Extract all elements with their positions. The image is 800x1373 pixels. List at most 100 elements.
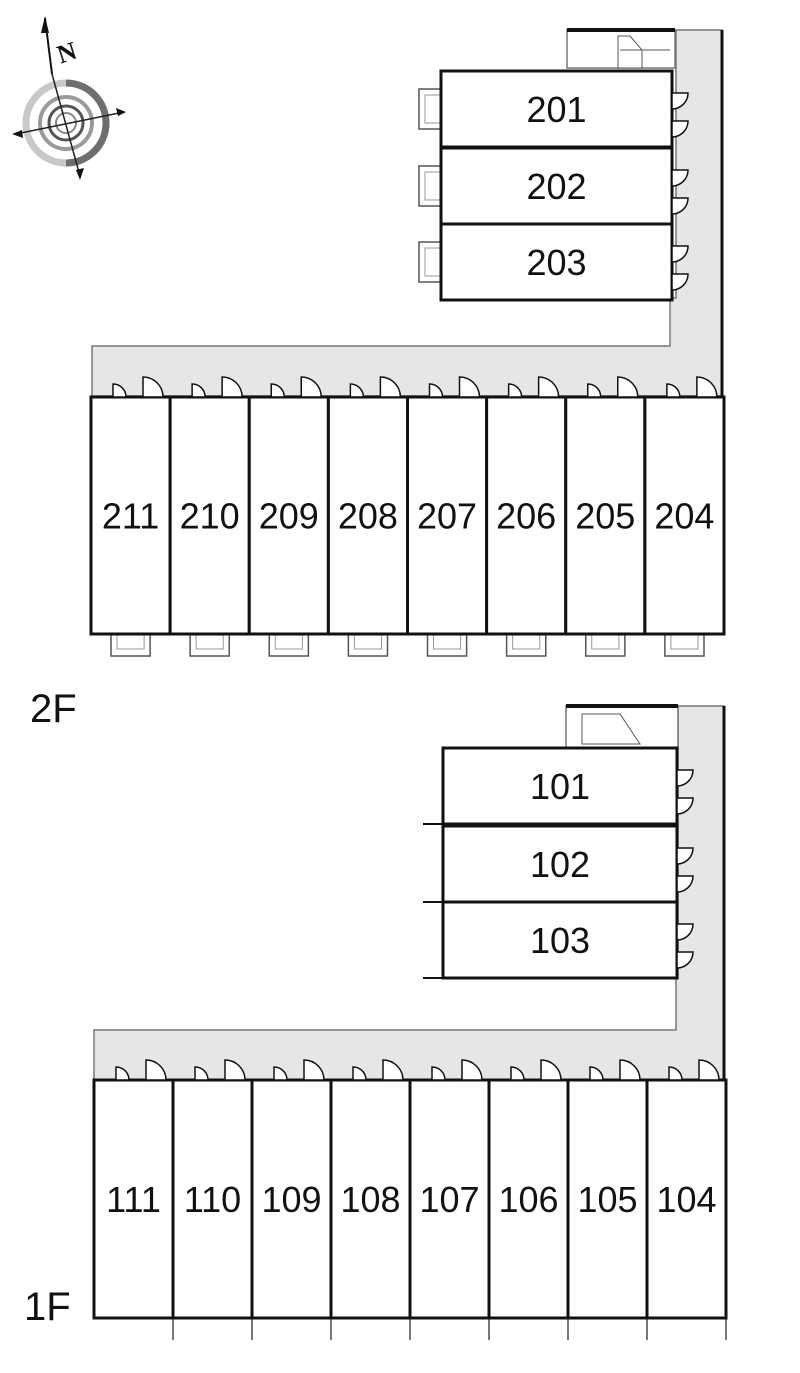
room-box [487, 1078, 570, 1320]
room-number: 110 [184, 1179, 241, 1220]
room-box [439, 69, 674, 149]
room-203: 203 [418, 222, 689, 302]
room-box [408, 1078, 491, 1320]
door-icon [676, 847, 694, 865]
room-111: 111 [92, 1059, 175, 1340]
room-number: 209 [259, 496, 319, 537]
door-icon [676, 875, 694, 893]
room-110: 110 [171, 1059, 254, 1340]
door-icon [619, 1059, 641, 1081]
door-icon [194, 1066, 209, 1081]
room-106: 106 [487, 1059, 570, 1340]
room-box [645, 1078, 728, 1320]
door-icon [145, 1059, 167, 1081]
room-number: 105 [577, 1179, 637, 1220]
room-108: 108 [329, 1059, 412, 1340]
room-209: 209 [247, 376, 330, 657]
stair [566, 28, 676, 69]
room-number: 206 [496, 496, 556, 537]
room-box [643, 395, 726, 636]
room-number: 104 [656, 1179, 716, 1220]
door-icon [676, 769, 694, 787]
room-box [564, 395, 647, 636]
door-icon [461, 1059, 483, 1081]
room-211: 211 [89, 376, 172, 657]
room-206: 206 [485, 376, 568, 657]
room-box [441, 824, 679, 904]
room-box [439, 222, 674, 302]
room-number: 208 [338, 496, 398, 537]
door-icon [666, 383, 681, 398]
north-label: N [53, 36, 80, 69]
door-icon [671, 92, 689, 110]
door-icon [458, 376, 481, 398]
room-box [92, 1078, 175, 1320]
door-icon [112, 383, 127, 398]
door-icon [676, 797, 694, 815]
room-101: 101 [423, 746, 694, 826]
door-icon [224, 1059, 246, 1081]
door-icon [617, 376, 639, 398]
room-number: 103 [530, 920, 590, 961]
door-icon [300, 376, 323, 398]
door-icon [676, 951, 694, 969]
room-number: 102 [530, 844, 590, 885]
door-icon [191, 383, 206, 398]
door-icon [273, 1066, 288, 1081]
door-icon [428, 383, 444, 398]
room-204: 204 [643, 376, 726, 657]
room-207: 207 [406, 376, 489, 657]
room-box [441, 900, 679, 980]
floor-1f: 101 102 103 111 110 109 108 107 106 105 104 1F [24, 704, 728, 1340]
room-box [441, 746, 679, 826]
room-box [250, 1078, 333, 1320]
room-box [406, 395, 489, 636]
room-105: 105 [566, 1059, 649, 1340]
room-number: 201 [526, 89, 586, 130]
floor-label: 1F [24, 1285, 71, 1329]
room-103: 103 [423, 900, 694, 980]
door-icon [431, 1066, 446, 1081]
door-icon [698, 1059, 720, 1081]
door-icon [589, 1066, 604, 1081]
room-box [329, 1078, 412, 1320]
room-number: 109 [261, 1179, 321, 1220]
room-number: 211 [102, 496, 159, 537]
door-icon [142, 376, 164, 398]
room-number: 210 [180, 496, 240, 537]
room-102: 102 [423, 824, 694, 904]
room-number: 202 [526, 166, 586, 207]
room-number: 205 [575, 496, 635, 537]
door-icon [671, 169, 689, 187]
room-107: 107 [408, 1059, 491, 1340]
room-number: 111 [106, 1179, 161, 1220]
room-box [171, 1078, 254, 1320]
door-icon [587, 383, 602, 398]
door-icon [671, 197, 689, 215]
room-group-wing: 101 102 103 [423, 746, 694, 980]
room-number: 108 [340, 1179, 400, 1220]
compass-icon: N [12, 16, 126, 180]
door-icon [540, 1059, 562, 1081]
door-icon [696, 376, 718, 398]
door-icon [671, 120, 689, 138]
room-number: 107 [419, 1179, 479, 1220]
room-box [326, 395, 409, 636]
door-icon [676, 923, 694, 941]
room-number: 101 [530, 766, 590, 807]
room-box [247, 395, 330, 636]
door-icon [671, 273, 689, 291]
door-icon [379, 376, 402, 398]
room-group-wing: 201 202 203 [418, 69, 689, 302]
room-202: 202 [418, 146, 689, 226]
door-icon [352, 1066, 367, 1081]
door-icon [349, 383, 365, 398]
door-icon [221, 376, 243, 398]
room-104: 104 [645, 1059, 728, 1340]
room-205: 205 [564, 376, 647, 657]
door-icon [668, 1066, 683, 1081]
room-number: 106 [498, 1179, 558, 1220]
room-208: 208 [326, 376, 409, 657]
door-icon [303, 1059, 325, 1081]
